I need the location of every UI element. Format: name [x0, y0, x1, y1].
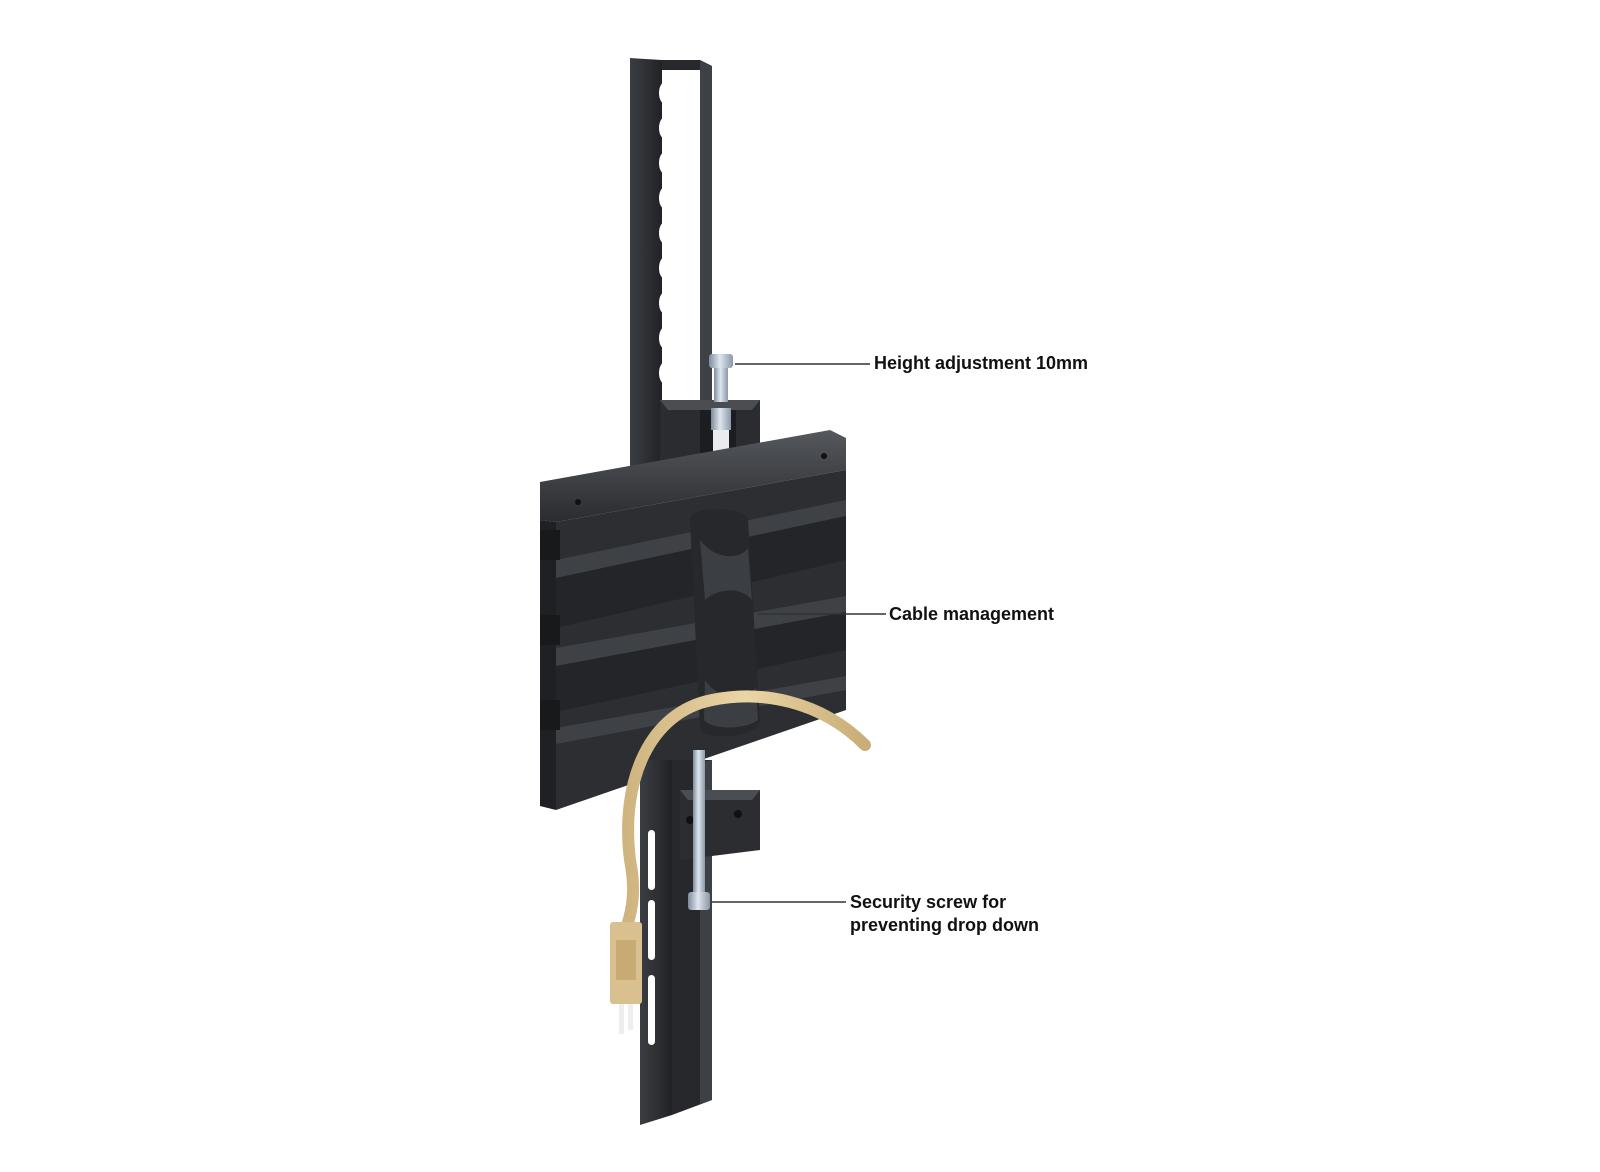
height-adjustment-label: Height adjustment 10mm — [874, 353, 1089, 373]
security-screw-label-line2: preventing drop down — [850, 915, 1039, 935]
security-screw — [688, 750, 710, 910]
rail-screw-hole-left — [575, 499, 581, 505]
security-screw-label: Security screw for preventing drop down — [850, 891, 1039, 937]
adjustment-holes — [659, 82, 671, 384]
lower-slots — [648, 830, 655, 1045]
cable-management-label: Cable management — [889, 604, 1055, 624]
cable-management-clip — [690, 508, 760, 737]
security-screw-bracket — [680, 790, 760, 860]
leader-lines — [712, 363, 886, 903]
upper-vertical-strap — [630, 58, 712, 470]
rail-screw-hole-right — [821, 453, 827, 459]
cable — [610, 690, 871, 1034]
security-screw-label-line1: Security screw for — [850, 892, 1007, 912]
rail-end-profile — [540, 530, 560, 730]
